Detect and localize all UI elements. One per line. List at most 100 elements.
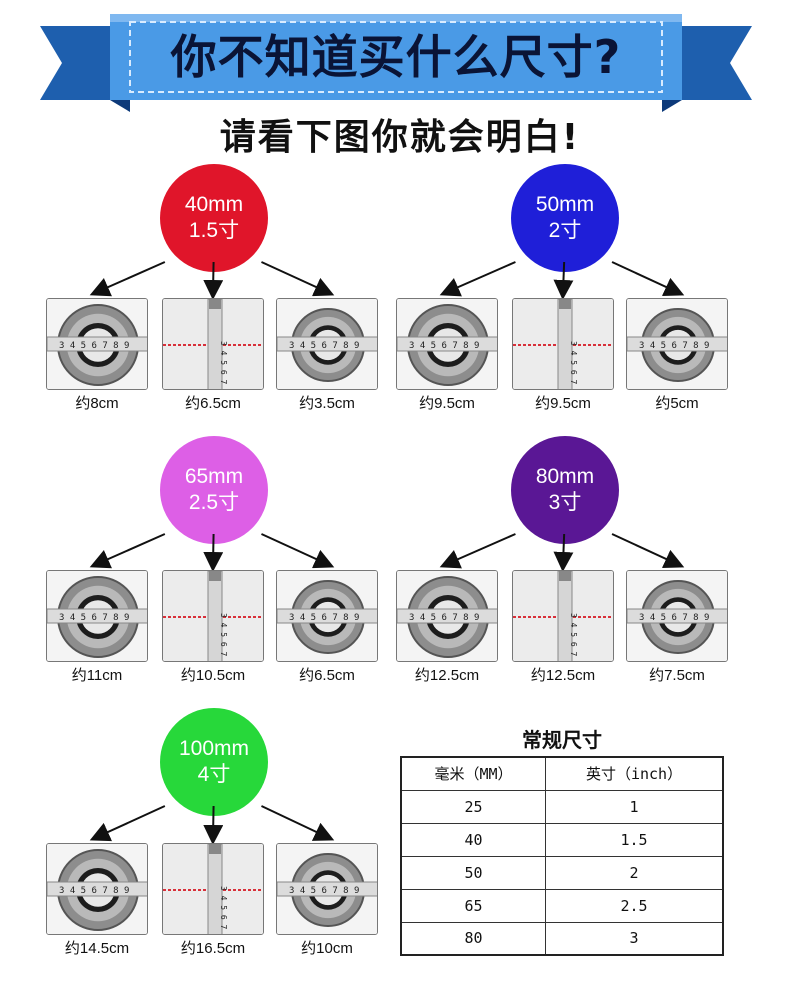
measurement-caption: 约11cm	[71, 667, 123, 684]
size-circle: 100mm 4寸	[160, 708, 268, 816]
measurement-caption: 约8cm	[75, 395, 119, 412]
svg-text:3 4 5 6 7 8 9: 3 4 5 6 7 8 9	[289, 341, 359, 351]
measurement-caption: 约10.5cm	[180, 667, 246, 684]
measurement-caption: 约6.5cm	[299, 667, 355, 684]
measurement-caption: 约12.5cm	[530, 667, 596, 684]
table-header-mm: 毫米（MM）	[400, 756, 547, 791]
svg-text:3 4 5 6 7: 3 4 5 6 7	[569, 341, 578, 385]
table-cell: 1.5	[545, 822, 724, 857]
flange-photo: 3 4 5 6 7 8 9	[46, 298, 148, 390]
flange-photo: 3 4 5 6 7 8 9	[396, 298, 498, 390]
arrow	[439, 533, 516, 569]
svg-text:3 4 5 6 7: 3 4 5 6 7	[219, 886, 228, 930]
size-cun-label: 2.5寸	[188, 491, 240, 514]
svg-text:3 4 5 6 7 8 9: 3 4 5 6 7 8 9	[289, 613, 359, 623]
flange-photo: 3 4 5 6 7 8 9	[276, 570, 378, 662]
measurement-caption: 约3.5cm	[299, 395, 355, 412]
measurement-caption: 约14.5cm	[64, 940, 130, 957]
arrow	[89, 533, 166, 569]
measurement-caption: 约10cm	[301, 940, 353, 957]
size-circle: 50mm 2寸	[511, 164, 619, 272]
table-cell: 80	[400, 921, 547, 956]
size-cun-label: 4寸	[197, 763, 231, 786]
measurement-caption: 约9.5cm	[419, 395, 475, 412]
arrow	[89, 805, 166, 842]
svg-text:3 4 5 6 7 8 9: 3 4 5 6 7 8 9	[639, 341, 709, 351]
svg-text:3 4 5 6 7 8 9: 3 4 5 6 7 8 9	[409, 341, 479, 351]
size-cun-label: 2寸	[548, 219, 582, 242]
table-cell: 65	[400, 888, 547, 923]
svg-text:3 4 5 6 7 8 9: 3 4 5 6 7 8 9	[59, 613, 129, 623]
flange-photo: 3 4 5 6 7 8 9	[396, 570, 498, 662]
svg-text:3 4 5 6 7 8 9: 3 4 5 6 7 8 9	[59, 886, 129, 896]
size-mm-label: 80mm	[535, 465, 595, 488]
arrow	[261, 533, 335, 569]
header-banner: 你不知道买什么尺寸?	[40, 4, 752, 112]
measurement-caption: 约5cm	[655, 395, 699, 412]
flange-photo: 3 4 5 6 7 8 9	[626, 570, 728, 662]
measurement-caption: 约6.5cm	[185, 395, 241, 412]
svg-text:3 4 5 6 7 8 9: 3 4 5 6 7 8 9	[639, 613, 709, 623]
tape-measure-photo: 3 4 5 6 7	[162, 570, 264, 662]
arrow	[203, 533, 224, 572]
arrow	[203, 261, 224, 300]
banner-ribbon	[40, 14, 752, 112]
arrow	[89, 261, 166, 297]
arrow	[203, 805, 224, 845]
size-mm-label: 50mm	[535, 193, 595, 216]
tape-measure-photo: 3 4 5 6 7	[162, 298, 264, 390]
arrow	[611, 261, 685, 297]
table-cell: 40	[400, 822, 547, 857]
table-cell: 50	[400, 855, 547, 890]
svg-text:3 4 5 6 7 8 9: 3 4 5 6 7 8 9	[59, 341, 129, 351]
page-subtitle: 请看下图你就会明白!	[219, 117, 581, 158]
table-cell: 25	[400, 789, 547, 824]
measurement-caption: 约9.5cm	[535, 395, 591, 412]
tape-measure-photo: 3 4 5 6 7	[162, 843, 264, 935]
arrow	[261, 261, 335, 297]
flange-photo: 3 4 5 6 7 8 9	[46, 843, 148, 935]
flange-photo: 3 4 5 6 7 8 9	[276, 843, 378, 935]
arrow	[553, 533, 574, 572]
measurement-caption: 约7.5cm	[649, 667, 705, 684]
size-cun-label: 3寸	[548, 491, 582, 514]
size-mm-label: 65mm	[184, 465, 244, 488]
arrow	[261, 805, 335, 841]
svg-text:3 4 5 6 7: 3 4 5 6 7	[219, 613, 228, 657]
banner-title: 你不知道买什么尺寸?	[170, 30, 622, 84]
svg-text:3 4 5 6 7: 3 4 5 6 7	[569, 613, 578, 657]
svg-text:3 4 5 6 7 8 9: 3 4 5 6 7 8 9	[409, 613, 479, 623]
flange-photo: 3 4 5 6 7 8 9	[626, 298, 728, 390]
table-cell: 2.5	[545, 888, 724, 923]
size-mm-label: 100mm	[178, 737, 250, 760]
flange-photo: 3 4 5 6 7 8 9	[46, 570, 148, 662]
arrow	[439, 261, 516, 297]
measurement-caption: 约12.5cm	[414, 667, 480, 684]
svg-text:3 4 5 6 7 8 9: 3 4 5 6 7 8 9	[289, 886, 359, 896]
tape-measure-photo: 3 4 5 6 7	[512, 298, 614, 390]
table-cell: 3	[545, 921, 724, 956]
flange-photo: 3 4 5 6 7 8 9	[276, 298, 378, 390]
svg-text:3 4 5 6 7: 3 4 5 6 7	[219, 341, 228, 385]
measurement-caption: 约16.5cm	[180, 940, 246, 957]
arrow	[553, 261, 574, 300]
table-cell: 2	[545, 855, 724, 890]
size-circle: 80mm 3寸	[511, 436, 619, 544]
size-circle: 65mm 2.5寸	[160, 436, 268, 544]
table-header-inch: 英寸（inch）	[545, 756, 724, 791]
size-table-title: 常规尺寸	[522, 728, 602, 752]
table-cell: 1	[545, 789, 724, 824]
tape-measure-photo: 3 4 5 6 7	[512, 570, 614, 662]
table-header-row: 毫米（MM） 英寸（inch）	[400, 756, 724, 791]
